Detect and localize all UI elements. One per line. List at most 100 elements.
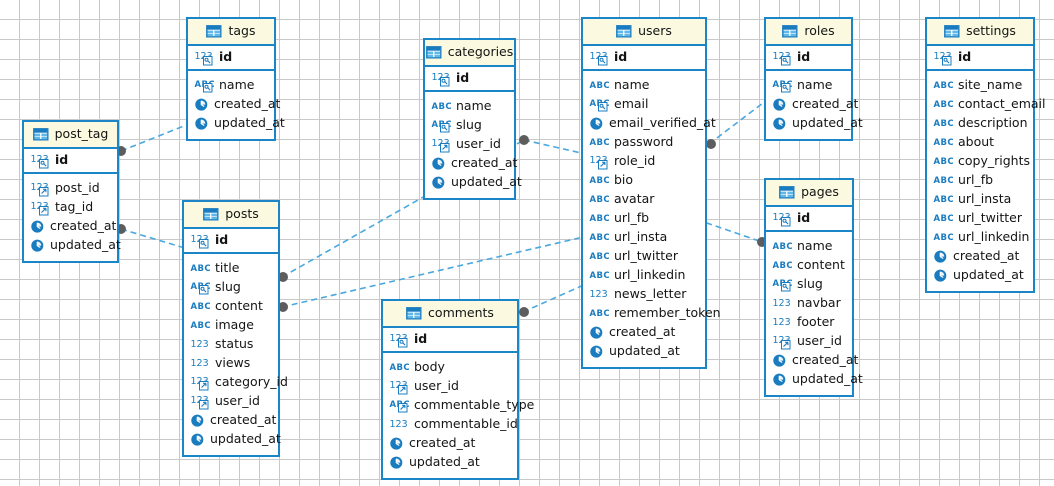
column-row[interactable]: created_at <box>772 95 858 114</box>
primary-key-row[interactable]: 123id <box>188 46 274 71</box>
table-header-categories[interactable]: categories <box>425 40 514 67</box>
table-header-comments[interactable]: comments <box>383 301 517 328</box>
column-row[interactable]: updated_at <box>772 114 863 133</box>
column-row[interactable]: updated_at <box>194 114 285 133</box>
column-row[interactable]: created_at <box>190 411 278 430</box>
column-row[interactable]: updated_at <box>389 453 517 472</box>
column-row[interactable]: created_at <box>194 95 280 114</box>
column-row[interactable]: updated_at <box>190 430 281 449</box>
column-row[interactable]: updated_at <box>431 173 522 192</box>
column-row[interactable]: 123user_id <box>772 332 852 351</box>
relationship-line[interactable] <box>120 111 220 152</box>
table-post_tag[interactable]: post_tag123id 123post_id123tag_idcreated_… <box>22 120 121 263</box>
posts-slug-endpoint[interactable] <box>278 272 288 282</box>
table-header-settings[interactable]: settings <box>927 19 1033 46</box>
column-row[interactable]: 123role_id <box>589 152 705 171</box>
comments-endpoint[interactable] <box>519 307 529 317</box>
column-row[interactable]: email_verified_at <box>589 114 716 133</box>
column-row[interactable]: ABCemail <box>589 95 705 114</box>
column-row[interactable]: updated_at <box>589 342 705 361</box>
column-row[interactable]: ABCslug <box>431 116 514 135</box>
column-row[interactable]: created_at <box>589 323 705 342</box>
column-row[interactable]: 123user_id <box>190 392 278 411</box>
primary-key-row[interactable]: 123id <box>184 229 278 254</box>
table-comments[interactable]: comments123idABCbody123user_idABCcomment… <box>381 299 534 480</box>
column-row[interactable]: created_at <box>30 217 117 236</box>
primary-key-row[interactable]: 123id <box>583 46 705 71</box>
users-right-endpoint[interactable] <box>706 139 716 149</box>
column-row[interactable]: created_at <box>772 351 858 370</box>
posts-content-endpoint[interactable] <box>278 302 288 312</box>
primary-key-row[interactable]: 123id <box>24 149 117 174</box>
table-header-tags[interactable]: tags <box>188 19 274 46</box>
column-row[interactable]: 123user_id <box>389 377 517 396</box>
primary-key-row[interactable]: 123id <box>766 207 852 232</box>
primary-key-row[interactable]: 123id <box>766 46 851 71</box>
table-header-roles[interactable]: roles <box>766 19 851 46</box>
table-header-posts[interactable]: posts <box>184 202 278 229</box>
column-row[interactable]: created_at <box>389 434 517 453</box>
table-categories[interactable]: categories123idABCnameABCslug123user_idc… <box>423 38 522 200</box>
column-row[interactable]: 123post_id <box>30 179 117 198</box>
table-pages[interactable]: pages123idABCnameABCcontentABCslug123nav… <box>764 178 863 397</box>
table-posts[interactable]: posts123idABCtitleABCslugABCcontentABCim… <box>182 200 288 457</box>
column-row[interactable]: updated_at <box>772 370 863 389</box>
table-header-pages[interactable]: pages <box>766 180 852 207</box>
column-row[interactable]: created_at <box>431 154 517 173</box>
column-row[interactable]: ABCslug <box>772 275 852 294</box>
column-row[interactable]: updated_at <box>30 236 121 255</box>
categories-userid-endpoint[interactable] <box>519 135 529 145</box>
primary-key-row[interactable]: 123id <box>383 328 517 353</box>
table-users[interactable]: users123idABCnameABCemailemail_verified_… <box>581 17 721 369</box>
column-row[interactable]: updated_at <box>933 266 1033 285</box>
primary-key-row[interactable]: 123id <box>927 46 1033 71</box>
column-row[interactable]: 123tag_id <box>30 198 117 217</box>
table-settings[interactable]: settings123idABCsite_nameABCcontact_emai… <box>925 17 1046 293</box>
int-foreign-key-icon: 123 <box>773 335 791 349</box>
column-row[interactable]: ABCslug <box>190 278 278 297</box>
column-row[interactable]: created_at <box>933 247 1033 266</box>
column-row[interactable]: ABCcommentable_type <box>389 396 534 415</box>
primary-key-row[interactable]: 123id <box>425 67 514 92</box>
table-header-post_tag[interactable]: post_tag <box>24 122 117 149</box>
table-header-users[interactable]: users <box>583 19 705 46</box>
column-row[interactable]: 123user_id <box>431 135 514 154</box>
column-row[interactable]: 123category_id <box>190 373 288 392</box>
